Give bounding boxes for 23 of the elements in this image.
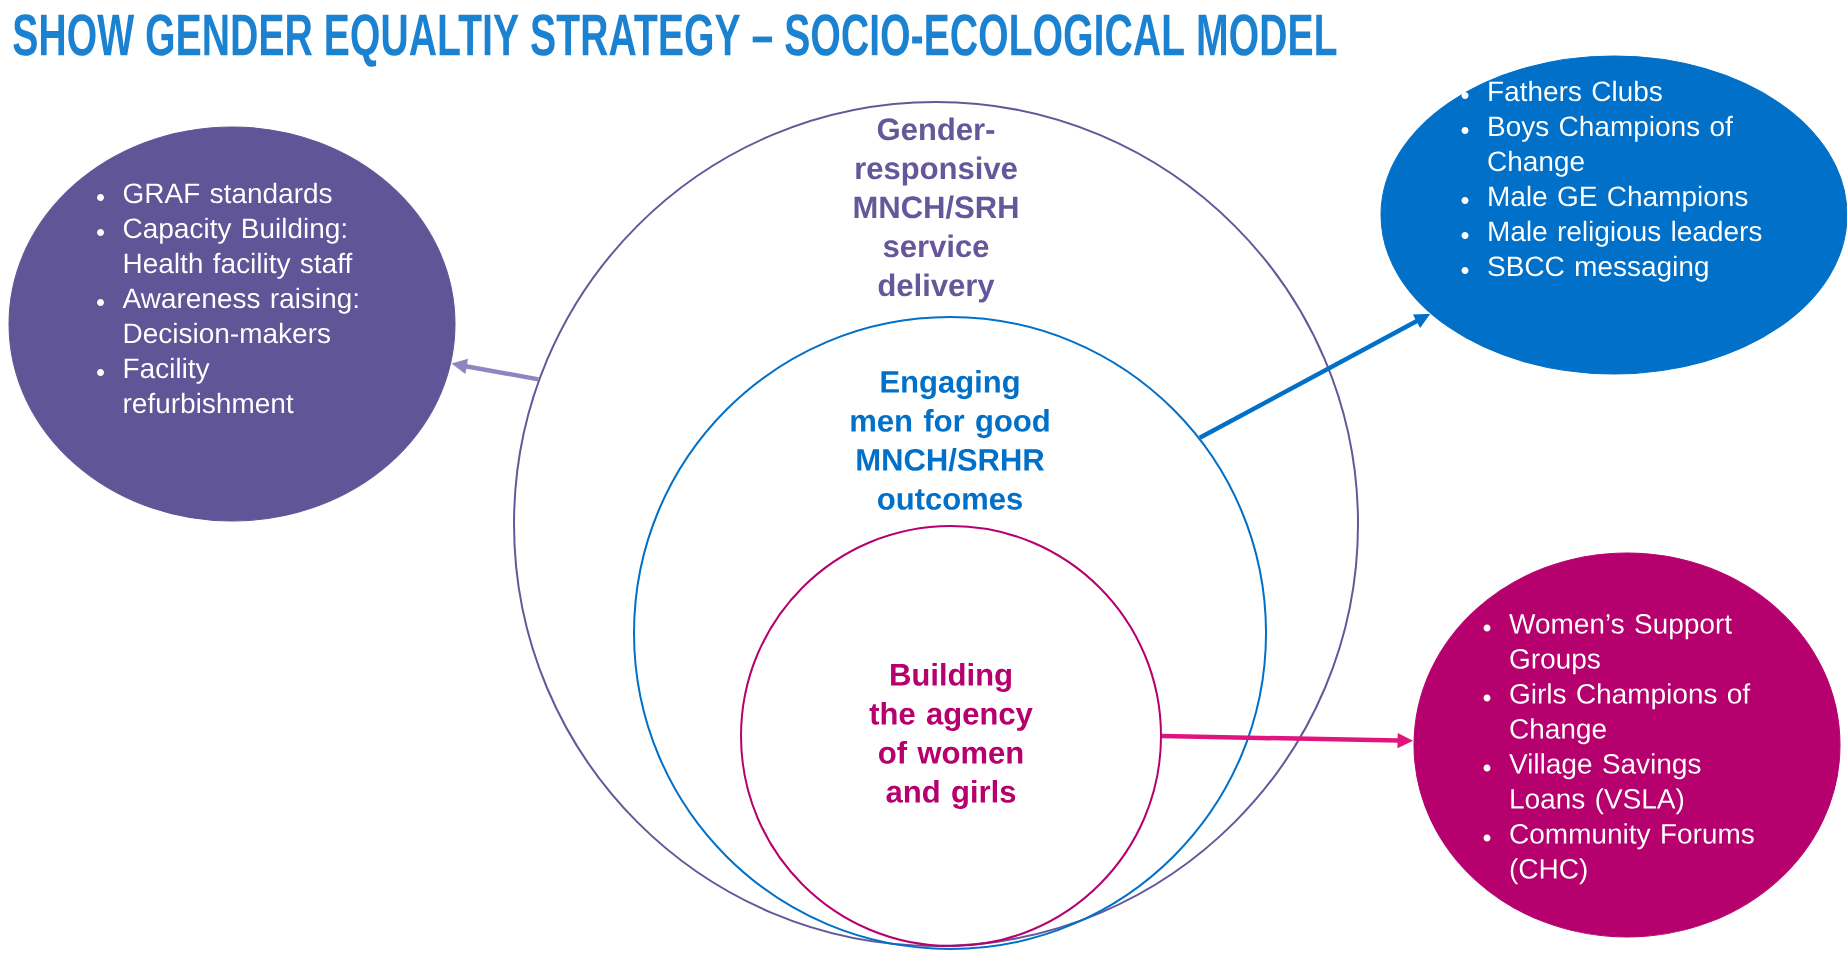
bullet-ellipse (1413, 552, 1841, 938)
list-item: Women’s Support Groups (1509, 613, 1732, 675)
circle-label: Engaging men for good MNCH/SRHR outcomes (851, 370, 1049, 510)
list-item: SBCC messaging (1488, 255, 1708, 282)
list-item: GRAF standards (123, 182, 332, 204)
bullet-ellipse (8, 126, 456, 522)
list-item: Village Savings Loans (VSLA) (1509, 753, 1701, 815)
list-item: Capacity Building: Health facility staff (123, 217, 353, 279)
list-item: Girls Champions of Change (1510, 683, 1751, 745)
list-item: Boys Champions of Change (1488, 115, 1733, 177)
bullet-ellipse (1380, 55, 1847, 375)
ring-circle (633, 316, 1267, 950)
list-item: Male GE Champions (1489, 185, 1748, 212)
circle-label: Building the agency of women and girls (869, 662, 1033, 809)
list-item: Awareness raising: Decision-makers (122, 287, 358, 344)
ring-circle (740, 525, 1162, 947)
list-item: Facility refurbishment (124, 357, 294, 414)
list-item: Community Forums (CHC) (1510, 823, 1754, 885)
list-item: Male religious leaders (1489, 220, 1762, 247)
title: SHOW GENDER EQUALTIY STRATEGY – SOCIO-ECOLOGICAL MODEL (13, 14, 1337, 67)
circle-label: Gender-responsive MNCH/SRH service delivery (854, 117, 1018, 303)
list-item: Fathers Clubs (1489, 80, 1662, 102)
ring-circle (513, 101, 1359, 947)
